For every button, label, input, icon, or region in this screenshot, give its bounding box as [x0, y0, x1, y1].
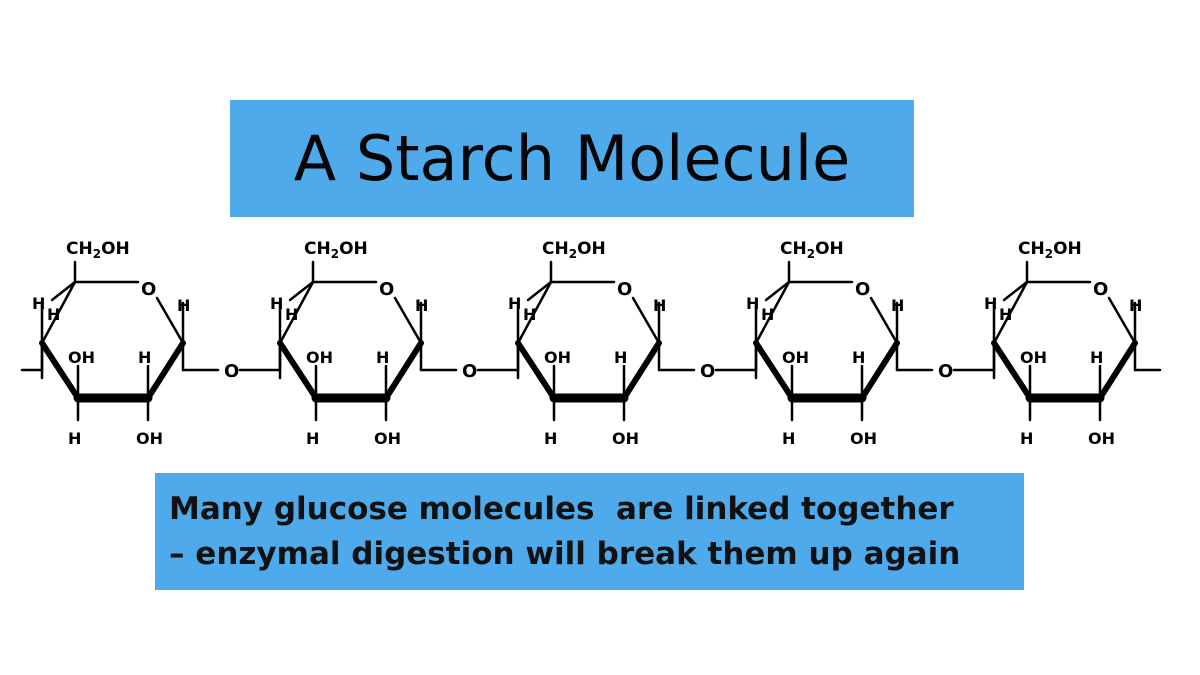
bond — [393, 296, 423, 345]
bond — [40, 280, 77, 345]
hydrogen-label: H — [138, 348, 151, 367]
ch2oh-label: CH2OH — [66, 239, 130, 261]
hydrogen-label: H — [614, 348, 627, 367]
hydrogen-label: H — [746, 294, 759, 313]
hydrogen-label: H — [891, 296, 904, 315]
wedge-bond — [859, 340, 900, 401]
caption-box: Many glucose molecules are linked togeth… — [155, 473, 1024, 590]
hydrogen-label: H — [68, 429, 81, 448]
bond — [631, 296, 661, 345]
hydrogen-label: H — [415, 296, 428, 315]
hydrogen-label: H — [306, 429, 319, 448]
hydrogen-label: H — [852, 348, 865, 367]
wedge-bond — [145, 340, 186, 401]
bond — [992, 280, 1029, 345]
wedge-bond — [39, 340, 81, 401]
hydroxyl-label: OH — [544, 348, 571, 367]
ch2oh-label: CH2OH — [780, 239, 844, 261]
bond — [869, 296, 899, 345]
bond — [278, 280, 315, 345]
ring-oxygen-label: O — [617, 279, 632, 300]
hydrogen-label: H — [984, 294, 997, 313]
hydroxyl-label: OH — [850, 429, 877, 448]
hydroxyl-label: OH — [782, 348, 809, 367]
ch2oh-label: CH2OH — [1018, 239, 1082, 261]
hydroxyl-label: OH — [1020, 348, 1047, 367]
hydrogen-label: H — [32, 294, 45, 313]
hydroxyl-label: OH — [1088, 429, 1115, 448]
wedge-bond — [1097, 340, 1138, 401]
hydroxyl-label: OH — [612, 429, 639, 448]
ring-oxygen-label: O — [141, 279, 156, 300]
hydroxyl-label: OH — [374, 429, 401, 448]
bond — [50, 280, 77, 302]
wedge-bond — [991, 340, 1033, 401]
hydrogen-label: H — [523, 305, 536, 324]
hydrogen-label: H — [761, 305, 774, 324]
ring-oxygen-label: O — [1093, 279, 1108, 300]
hydrogen-label: H — [782, 429, 795, 448]
ch2oh-label: CH2OH — [542, 239, 606, 261]
hydrogen-label: H — [1020, 429, 1033, 448]
ring-oxygen-label: O — [855, 279, 870, 300]
bridge-oxygen-label: O — [700, 361, 715, 382]
title: A Starch Molecule — [293, 122, 851, 195]
wedge-bond — [621, 340, 662, 401]
ch2oh-label: CH2OH — [304, 239, 368, 261]
wedge-bond — [753, 340, 795, 401]
caption-line-1: Many glucose molecules are linked togeth… — [169, 490, 954, 527]
hydrogen-label: H — [544, 429, 557, 448]
bridge-oxygen-label: O — [462, 361, 477, 382]
hydroxyl-label: OH — [306, 348, 333, 367]
bond — [1107, 296, 1137, 345]
hydrogen-label: H — [177, 296, 190, 315]
hydrogen-label: H — [1090, 348, 1103, 367]
ring-oxygen-label: O — [379, 279, 394, 300]
hydrogen-label: H — [999, 305, 1012, 324]
hydroxyl-label: OH — [68, 348, 95, 367]
hydroxyl-label: OH — [136, 429, 163, 448]
title-box: A Starch Molecule — [230, 100, 914, 217]
wedge-bond — [277, 340, 319, 401]
bond — [1002, 280, 1029, 302]
wedge-bond — [383, 340, 424, 401]
bridge-oxygen-label: O — [938, 361, 953, 382]
hydrogen-label: H — [270, 294, 283, 313]
hydrogen-label: H — [285, 305, 298, 324]
caption-line-2: – enzymal digestion will break them up a… — [169, 535, 961, 572]
hydrogen-label: H — [47, 305, 60, 324]
hydrogen-label: H — [508, 294, 521, 313]
hydrogen-label: H — [653, 296, 666, 315]
hydrogen-label: H — [376, 348, 389, 367]
bond — [754, 280, 791, 345]
bridge-oxygen-label: O — [224, 361, 239, 382]
bond — [288, 280, 315, 302]
bond — [526, 280, 553, 302]
hydrogen-label: H — [1129, 296, 1142, 315]
bond — [764, 280, 791, 302]
wedge-bond — [515, 340, 557, 401]
bond — [155, 296, 185, 345]
bond — [516, 280, 553, 345]
